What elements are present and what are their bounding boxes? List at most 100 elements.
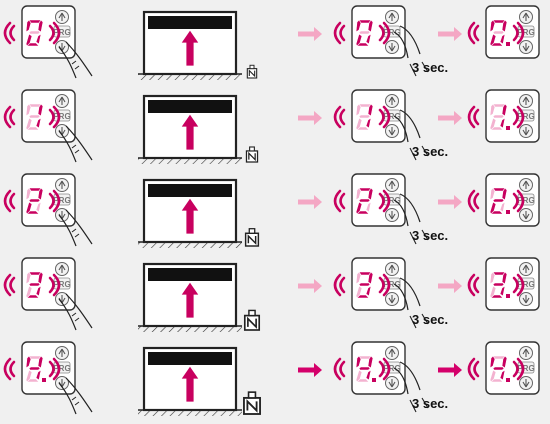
prg-label: PRG: [383, 196, 400, 205]
wave-arc: [378, 24, 385, 42]
arrow-up-icon: [58, 348, 66, 357]
digit-segment: [489, 285, 497, 299]
weight-letter: [247, 316, 257, 329]
wave-arc: [467, 189, 476, 213]
wave-arc: [516, 357, 525, 381]
wave-arc: [382, 21, 391, 45]
digit-segment: [489, 103, 496, 117]
digit-segment: [501, 355, 508, 369]
wave-arc: [333, 273, 342, 297]
seven-segment-digit: [25, 271, 44, 299]
prg-label: PRG: [53, 28, 70, 37]
wave-arc: [9, 192, 16, 210]
seven-segment-digit: [25, 19, 44, 47]
hold-duration-label: 3 sec.: [412, 228, 448, 243]
seven-segment-digit: [489, 355, 510, 383]
wave-arc: [3, 189, 12, 213]
digit-segment: [365, 369, 372, 381]
finger-icon: [393, 277, 421, 311]
arrow-up-icon: [522, 12, 530, 21]
digit-segment: [355, 201, 363, 215]
wave-arc: [512, 108, 519, 126]
flow-arrow-icon: [298, 279, 322, 293]
seven-segment-digit: [355, 355, 376, 383]
wave-arc: [382, 189, 391, 213]
digit-segment: [492, 282, 505, 287]
digit-segment: [25, 33, 33, 47]
digit-segment: [35, 117, 42, 129]
digit-segment: [365, 285, 372, 297]
wave-arc: [382, 273, 391, 297]
press-lines: [409, 229, 429, 245]
weight-letter: [246, 399, 258, 413]
digit-segment: [25, 285, 33, 299]
weight-letter: [248, 69, 256, 78]
control-panel: PRG: [3, 257, 93, 331]
prg-label: PRG: [53, 280, 70, 289]
arrow-up-icon: [180, 197, 200, 235]
garage-door-illustration: [138, 262, 261, 332]
hold-duration-label: 3 sec.: [412, 312, 448, 327]
finger-icon: [58, 293, 93, 331]
digit-segment: [358, 114, 371, 119]
garage-door-illustration: [138, 94, 259, 164]
arrow-down-icon: [522, 211, 530, 220]
decimal-dot: [372, 378, 376, 382]
digit-segment: [367, 355, 374, 369]
finger-icon: [58, 41, 93, 79]
finger-nail: [71, 396, 80, 406]
digit-segment: [37, 271, 44, 285]
wave-arc: [9, 24, 16, 42]
digit-segment: [25, 369, 33, 383]
digit-segment: [25, 103, 32, 117]
digit-segment: [367, 19, 374, 33]
seven-segment-digit: [355, 103, 374, 131]
wave-arc: [9, 108, 16, 126]
wave-arc: [512, 276, 519, 294]
control-panel: PRG 3 sec.: [333, 173, 448, 245]
seven-segment-digit: [355, 187, 374, 215]
digit-segment: [355, 355, 362, 369]
wave-arc: [339, 24, 346, 42]
digit-segment: [25, 271, 32, 285]
arrow-up-icon: [388, 348, 396, 357]
digit-segment: [499, 285, 506, 297]
decimal-dot: [42, 378, 46, 382]
weight-handle: [249, 146, 255, 152]
wave-arc: [382, 105, 391, 129]
wave-arc: [52, 21, 61, 45]
wave-arc: [339, 192, 346, 210]
digit-segment: [355, 33, 363, 47]
digit-segment: [492, 114, 505, 119]
digit-segment: [489, 355, 496, 369]
seven-segment-digit: [25, 187, 44, 215]
digit-segment: [501, 19, 508, 33]
decimal-dot: [506, 126, 510, 130]
blink-waves: [3, 21, 61, 45]
control-panel: PRG: [467, 257, 540, 311]
blink-waves: [3, 273, 61, 297]
wave-arc: [512, 192, 519, 210]
wave-arc: [3, 357, 12, 381]
digit-segment: [367, 103, 374, 117]
wave-arc: [378, 360, 385, 378]
control-panel: PRG: [467, 341, 540, 395]
arrow-up-icon: [388, 96, 396, 105]
decimal-dot: [506, 210, 510, 214]
prg-label: PRG: [383, 112, 400, 121]
control-panel: PRG: [467, 89, 540, 143]
wave-arc: [52, 105, 61, 129]
digit-segment: [367, 187, 374, 201]
arrow-up-icon: [522, 264, 530, 273]
hold-duration-label: 3 sec.: [412, 60, 448, 75]
prg-label: PRG: [53, 364, 70, 373]
arrow-up-icon: [58, 180, 66, 189]
digit-segment: [489, 271, 496, 285]
arrow-up-icon: [180, 29, 200, 67]
arrow-up-icon: [180, 113, 200, 151]
seven-segment-digit: [489, 271, 510, 299]
flow-arrow-icon: [298, 363, 322, 377]
